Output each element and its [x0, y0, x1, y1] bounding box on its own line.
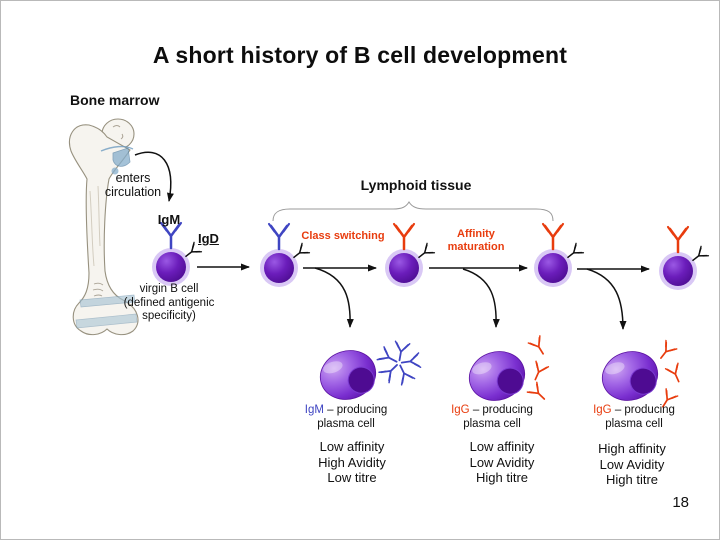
b-cell-2	[260, 222, 311, 287]
affinity-value: High affinity	[598, 441, 666, 456]
plasma-cell-igm	[319, 350, 377, 400]
igg-text: IgG	[451, 404, 470, 416]
bone-marrow-label: Bone marrow	[70, 92, 160, 108]
class-switching-label: Class switching	[301, 230, 385, 242]
secreted-igg-group-1	[526, 334, 550, 405]
titre-value: High titre	[605, 472, 659, 488]
igm-pentamer-icon	[376, 340, 422, 386]
igg-receptor-icon	[666, 225, 690, 254]
avidity-value: High Avidity	[318, 454, 386, 470]
igg-plasma-cell-label-2: IgG – producing plasma cell	[593, 404, 675, 430]
affinity-maturation-label: Affinity maturation	[447, 228, 505, 253]
igm-text: IgM	[304, 404, 324, 416]
b-cell-5-memory	[659, 225, 710, 290]
igg-plasma-cell-label-1: IgG – producing plasma cell	[451, 404, 533, 430]
flow-arrows	[134, 151, 650, 330]
secreted-igg-group-2	[654, 339, 686, 412]
titre-value: High titre	[475, 470, 529, 486]
igd-receptor-label: IgD	[198, 231, 219, 246]
arrow-to-plasma1	[314, 267, 354, 328]
igg-receptor-icon	[541, 222, 565, 251]
page-number: 18	[672, 494, 689, 511]
plasma-cell-igg-2	[601, 351, 659, 401]
igg-text: IgG	[593, 404, 612, 416]
enters-circulation-arrow	[134, 151, 174, 202]
virgin-b-cell-label: virgin B cell (defined antigenic specifi…	[123, 283, 215, 323]
b-cell-4-affinity-matured	[534, 222, 585, 287]
igm-plasma-properties: Low affinity High Avidity Low titre	[292, 439, 412, 486]
affinity-value: Low affinity	[319, 439, 385, 454]
enters-circulation-label: enters circulation	[104, 171, 162, 199]
affinity-value: Low affinity	[469, 439, 535, 454]
igm-receptor-label: IgM	[157, 212, 181, 227]
b-cell-virgin	[152, 221, 203, 286]
avidity-value: Low Avidity	[469, 454, 535, 470]
igg-receptor-icon	[392, 222, 416, 251]
arrow-to-plasma3	[586, 268, 627, 330]
lymphoid-tissue-label: Lymphoid tissue	[360, 177, 472, 193]
igm-receptor-icon	[267, 222, 291, 251]
slide-title: A short history of B cell development	[152, 42, 568, 68]
arrow-to-plasma2	[462, 268, 500, 328]
igm-plasma-cell-label: IgM – producing plasma cell	[304, 404, 388, 430]
lymphoid-tissue-brace	[272, 201, 554, 222]
avidity-value: Low Avidity	[599, 456, 665, 472]
plasma-cell-igg-1	[468, 351, 526, 401]
b-cell-3-class-switched	[385, 222, 436, 287]
igg-plasma-properties-2: High affinity Low Avidity High titre	[572, 441, 692, 488]
femur-bone-illustration	[69, 118, 139, 336]
igg-plasma-properties-1: Low affinity Low Avidity High titre	[442, 439, 562, 486]
titre-value: Low titre	[327, 470, 377, 486]
